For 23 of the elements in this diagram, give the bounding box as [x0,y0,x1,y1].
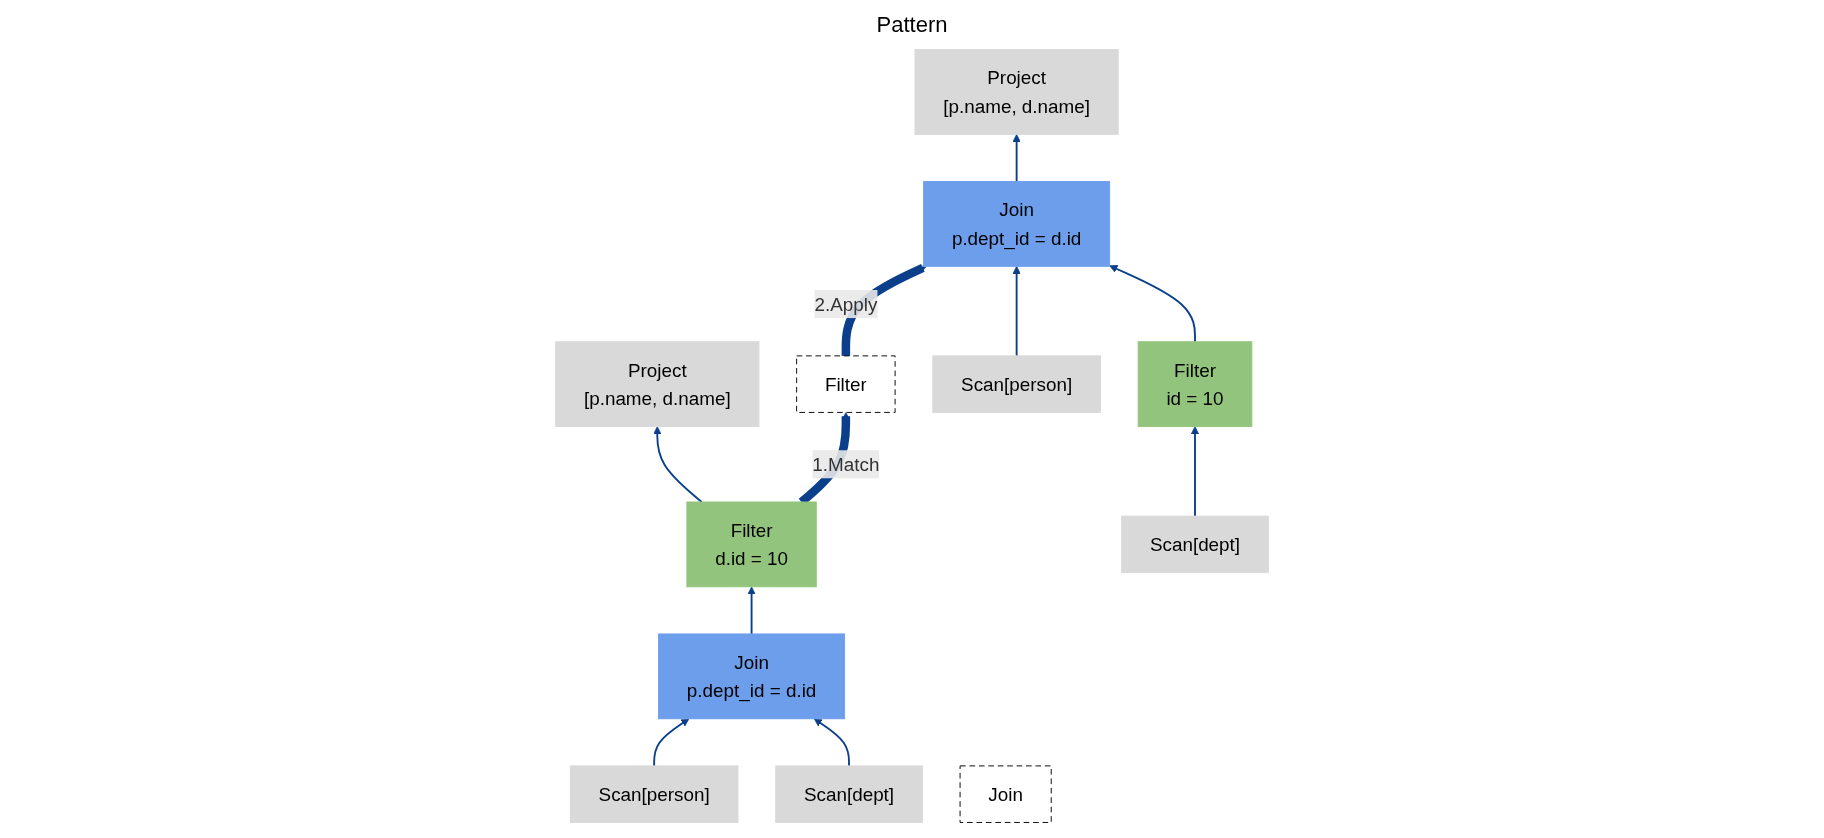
arrow [1012,134,1021,183]
node-box: Filter [796,355,896,413]
arrow [1012,265,1021,357]
arrow [653,426,703,503]
edge-label: 1.Match [812,453,880,475]
node-box: Scan[person] [932,355,1101,413]
node-box: Scan[dept] [775,765,923,823]
node-box: Join [959,765,1052,823]
arrow [653,718,690,767]
node-box: Project [p.name, d.name] [914,49,1119,135]
arrow [813,718,850,767]
node-box: Filter d.id = 10 [686,501,817,588]
arrow [1109,264,1196,343]
node-box: Scan[dept] [1121,515,1269,574]
node-box: Join p.dept_id = d.id [923,181,1111,267]
node-box: Project [p.name, d.name] [555,341,760,428]
arrow [747,586,756,635]
edge-label: 2.Apply [814,293,878,315]
arrow [1190,426,1200,518]
node-box: Filter id = 10 [1137,341,1253,428]
pattern-heading: Pattern [876,12,948,38]
node-box: Join p.dept_id = d.id [658,633,846,720]
node-box: Scan[person] [569,765,739,823]
